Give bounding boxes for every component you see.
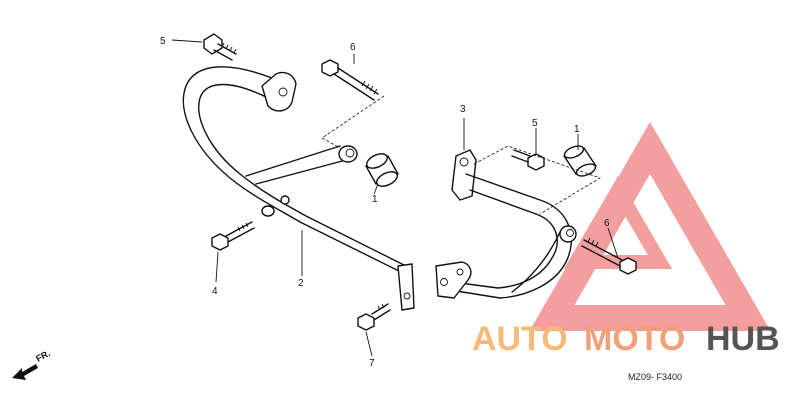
watermark-logo [529, 121, 771, 331]
front-label: FR. [34, 348, 51, 364]
bolt-5-right [511, 149, 545, 171]
callout-6-right: 6 [604, 218, 610, 229]
callout-1-right: 1 [574, 124, 580, 135]
bolt-5-left [203, 33, 237, 61]
collar-right [563, 145, 597, 177]
bolt-4 [211, 221, 255, 251]
callout-3: 3 [460, 104, 466, 115]
left-guard-assembly [182, 66, 415, 311]
front-direction-arrow: FR. [12, 348, 52, 380]
callout-numbers: 5 6 1 2 4 7 3 5 1 6 [160, 36, 610, 369]
bolt-6-right [581, 237, 637, 275]
callout-5-left: 5 [160, 36, 166, 47]
callout-5-right: 5 [532, 118, 538, 129]
right-guard-assembly [435, 149, 577, 299]
bolt-6-left [321, 59, 379, 101]
callout-7: 7 [369, 358, 375, 369]
bolt-7 [357, 303, 391, 331]
leader-lines [171, 39, 619, 357]
watermark-moto: MOTO [584, 320, 685, 358]
watermark-auto: AUTO [472, 320, 568, 358]
diagram-code: MZ09- F3400 [628, 372, 682, 382]
watermark-text: AUTO MOTO HUB [472, 320, 780, 358]
watermark-hub: HUB [706, 320, 780, 358]
collar-left [365, 153, 399, 187]
callout-1-left: 1 [372, 194, 378, 205]
callout-4: 4 [212, 286, 218, 297]
callout-6-left: 6 [350, 42, 356, 53]
callout-2: 2 [298, 278, 304, 289]
